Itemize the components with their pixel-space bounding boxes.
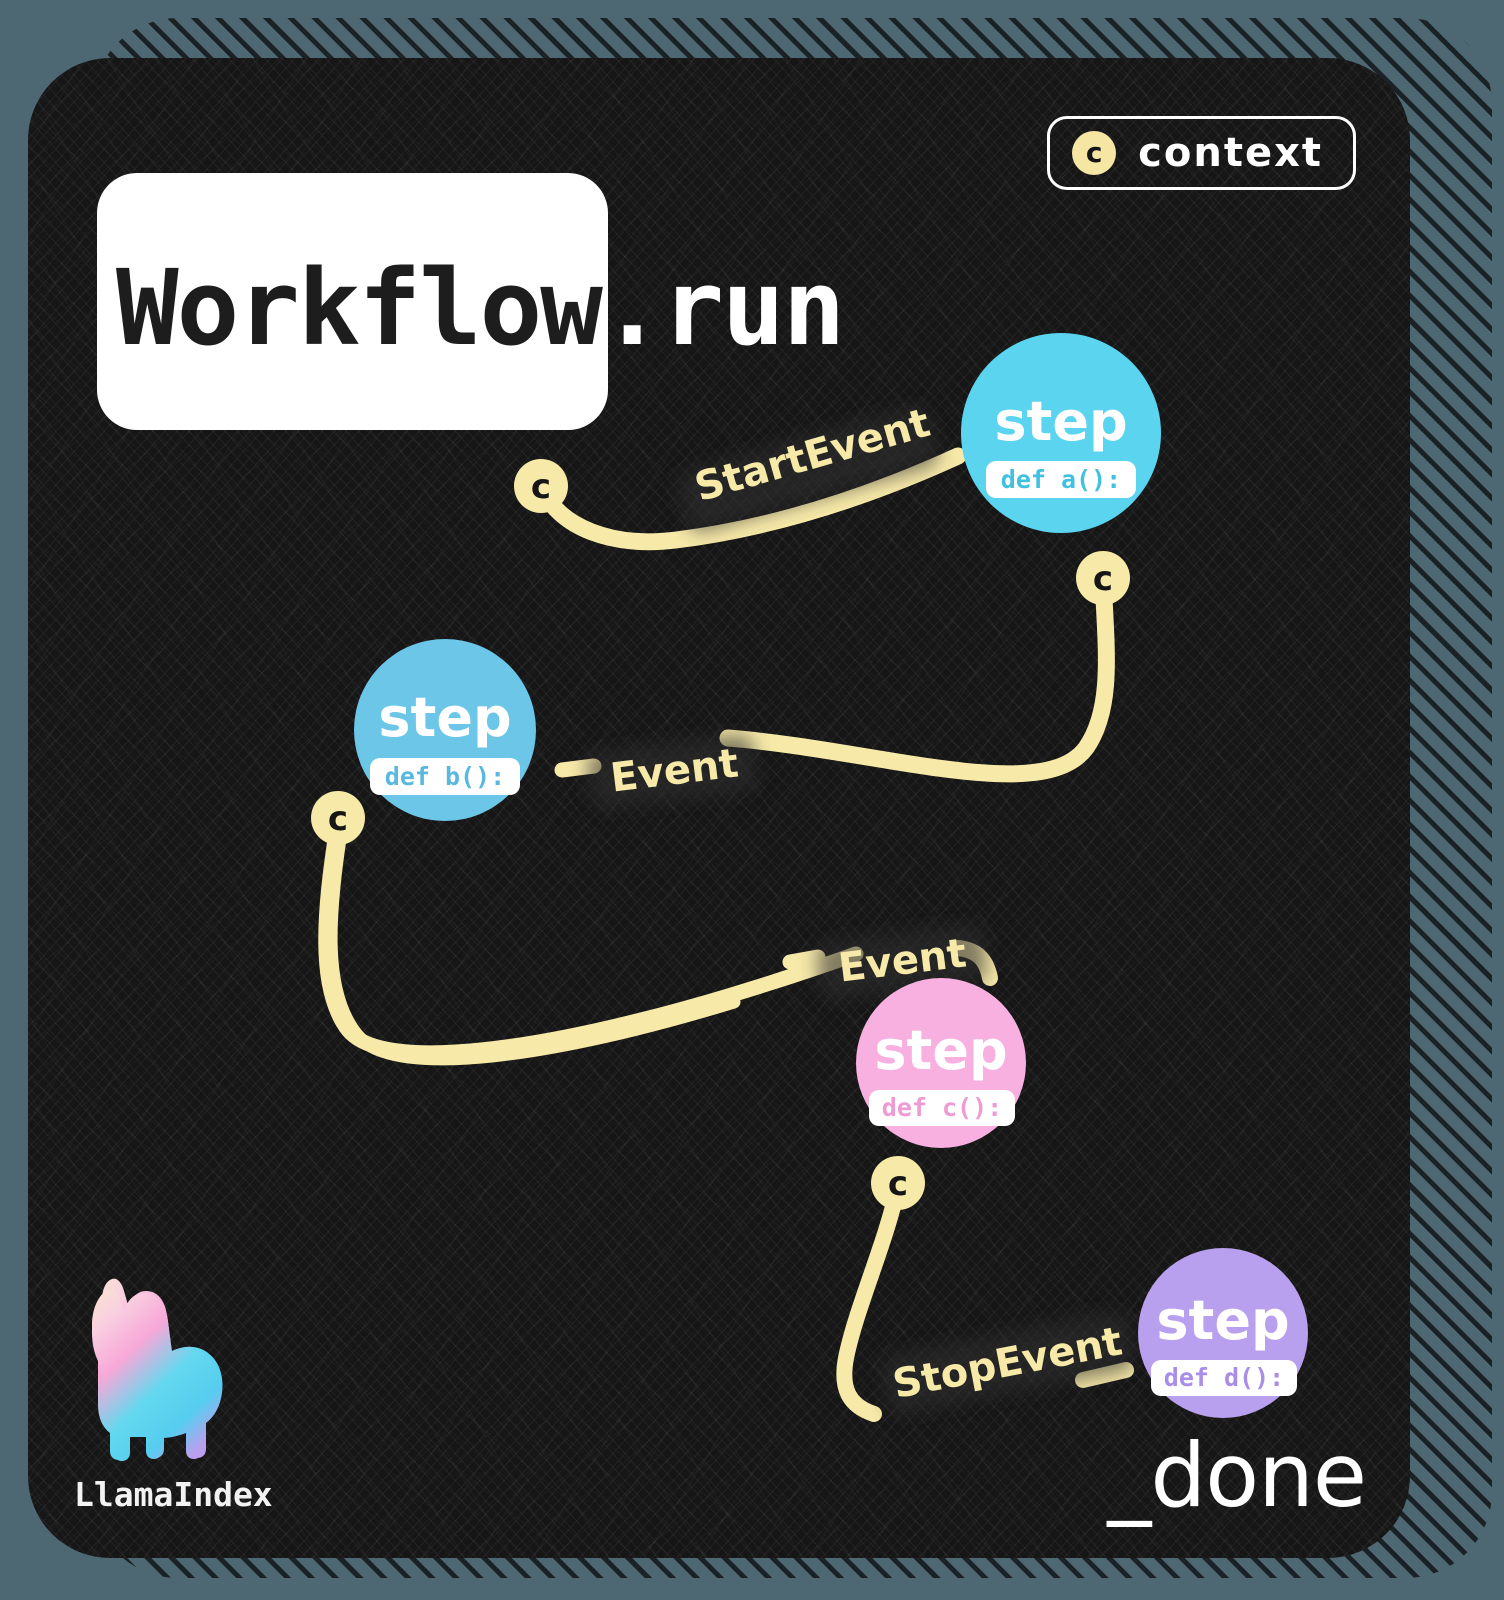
- page-title-suffix: .run: [600, 247, 845, 369]
- edge-a-to-b: [719, 569, 1115, 783]
- edge-start-to-a: [532, 447, 967, 551]
- context-marker-2[interactable]: c: [1076, 551, 1130, 605]
- edge-label-text: StopEvent: [889, 1319, 1126, 1408]
- step-node-a[interactable]: step def a():: [961, 333, 1161, 533]
- step-node-code: def c():: [882, 1093, 1002, 1122]
- step-node-code-pill: [869, 1090, 1015, 1126]
- page-title: Workflow.run: [116, 256, 845, 360]
- workflow-diagram-card: StartEvent Event Event StopEvent c: [28, 58, 1410, 1558]
- edge-dash-left-event2: [782, 949, 826, 970]
- edge-label-event-2: Event: [816, 924, 988, 1000]
- llama-logo-icon: [92, 1278, 223, 1461]
- step-node-code: def d():: [1164, 1363, 1284, 1392]
- step-node-code: def a():: [1001, 465, 1121, 494]
- context-marker-letter: c: [888, 1164, 908, 1204]
- context-c-icon: c: [1072, 131, 1117, 175]
- step-node-title: step: [994, 390, 1127, 453]
- step-node-group: step def a(): step def b(): step def c()…: [354, 333, 1308, 1418]
- brand-label: LlamaIndex: [74, 1475, 273, 1514]
- context-marker-3[interactable]: c: [311, 791, 365, 845]
- context-marker-4[interactable]: c: [871, 1156, 925, 1210]
- context-marker-letter: c: [1093, 559, 1113, 599]
- step-node-code-pill: [1151, 1360, 1297, 1396]
- brand-block: LlamaIndex: [68, 1265, 273, 1514]
- page-title-main: Workflow: [116, 247, 603, 369]
- workflow-graph: StartEvent Event Event StopEvent c: [311, 333, 1308, 1422]
- edge-label-stopevent: StopEvent: [881, 1312, 1135, 1414]
- edge-label-group: StartEvent Event Event StopEvent: [586, 400, 1135, 1414]
- context-badge-label: context: [1138, 130, 1323, 176]
- context-marker-1[interactable]: c: [514, 459, 568, 513]
- edge-group: [318, 447, 1134, 1422]
- done-status-label: _done: [1107, 1424, 1367, 1527]
- step-node-title: step: [378, 686, 511, 749]
- step-node-code-pill: [986, 461, 1136, 498]
- step-node-b[interactable]: step def b():: [354, 639, 536, 821]
- context-marker-letter: c: [328, 799, 348, 839]
- context-badge[interactable]: c context: [1047, 116, 1356, 190]
- context-marker-letter: c: [531, 467, 551, 507]
- step-node-title: step: [874, 1019, 1007, 1082]
- step-node-code: def b():: [385, 762, 505, 791]
- step-node-c[interactable]: step def c():: [856, 978, 1026, 1148]
- step-node-code-pill: [370, 758, 520, 795]
- context-marker-group: c c c c: [311, 459, 1130, 1210]
- edge-label-event-1: Event: [586, 734, 758, 810]
- step-node-title: step: [1156, 1289, 1289, 1352]
- step-node-d[interactable]: step def d():: [1138, 1248, 1308, 1418]
- title-backdrop: [97, 173, 608, 430]
